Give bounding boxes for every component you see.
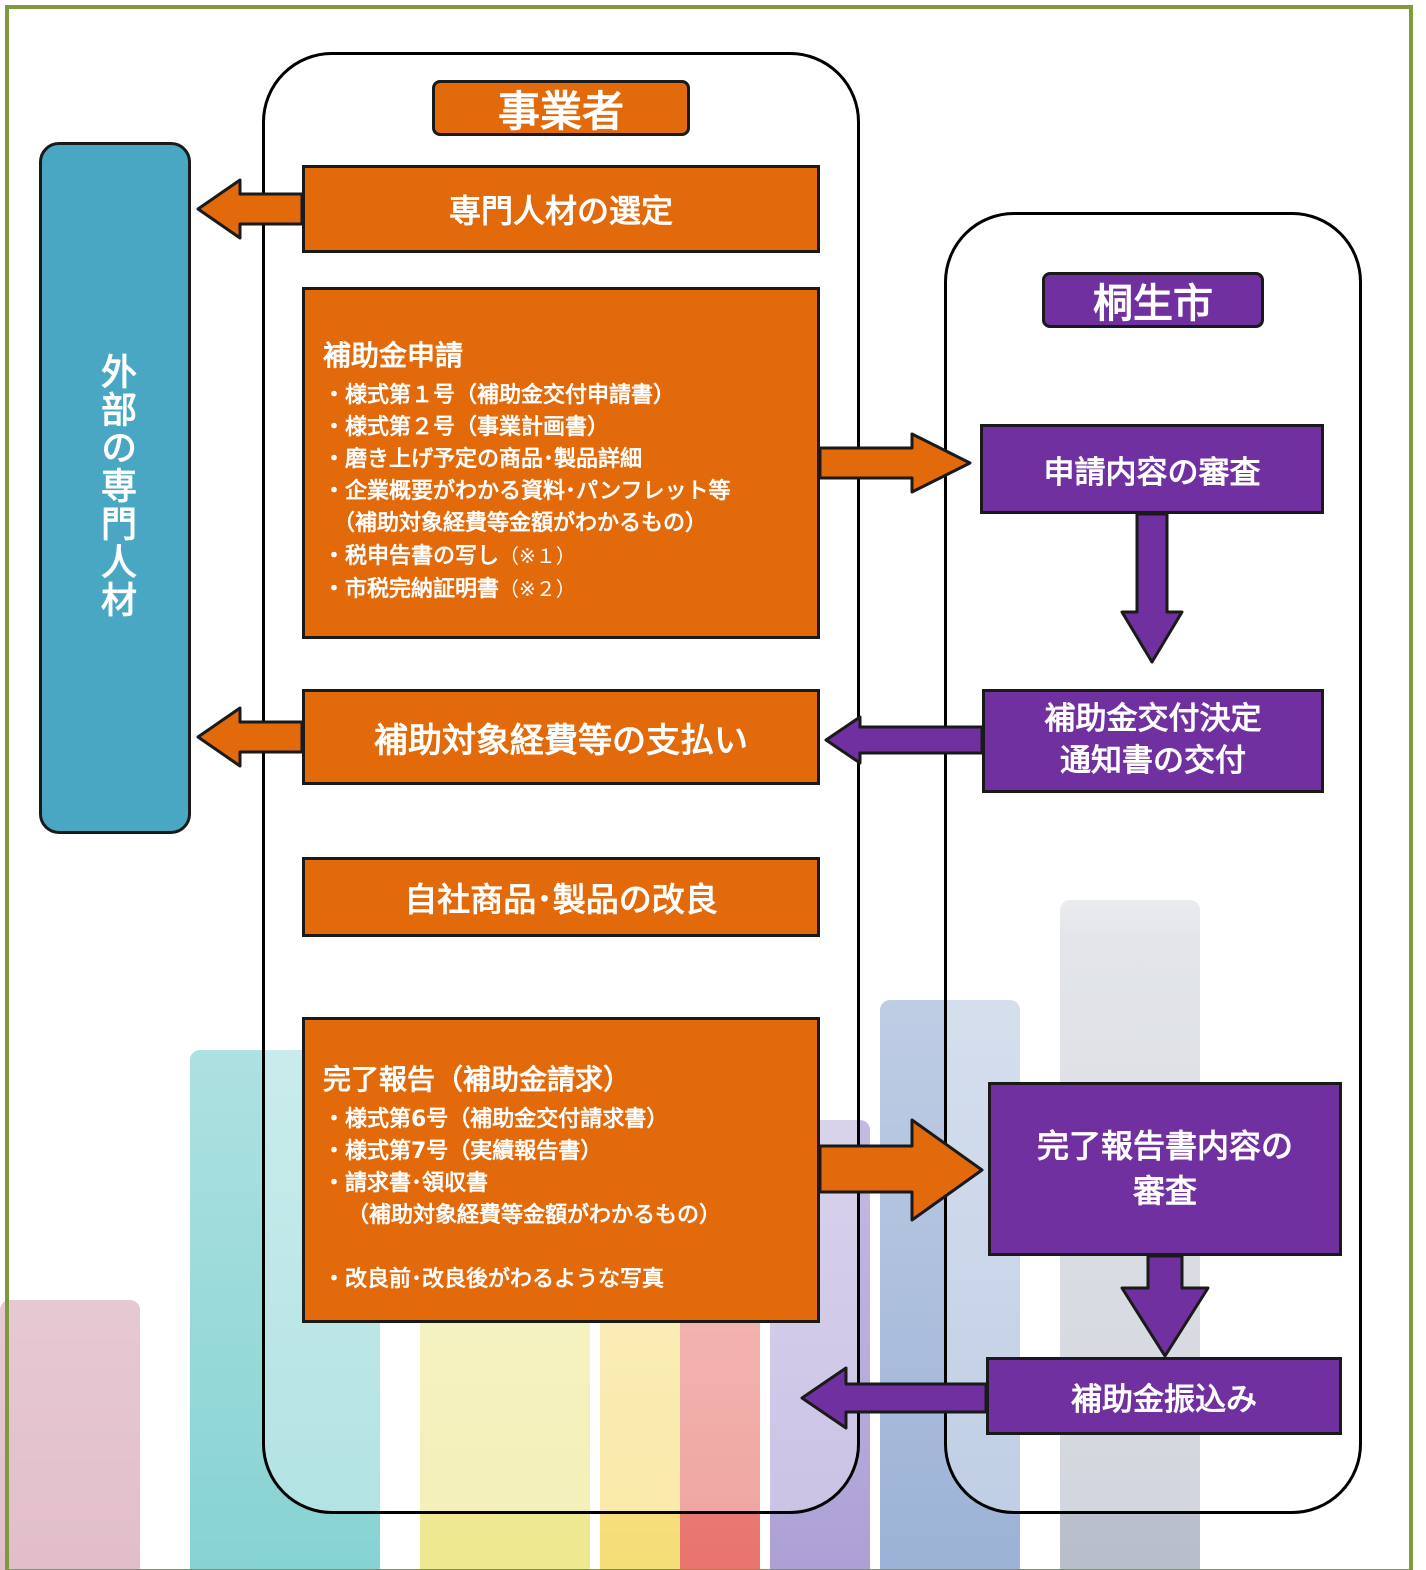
grant-transfer-step: 補助金振込み bbox=[986, 1357, 1342, 1435]
arrow-left-icon bbox=[824, 715, 984, 765]
report-title: 完了報告（補助金請求） bbox=[323, 1063, 632, 1096]
list-item-sub: （補助対象経費等金額がわかるもの） bbox=[333, 511, 708, 536]
report-review-step: 完了報告書内容の 審査 bbox=[988, 1082, 1342, 1256]
tax-return-note: （※１） bbox=[499, 544, 576, 568]
arrow-down-icon bbox=[1120, 512, 1184, 664]
arrow-right-icon bbox=[818, 1118, 984, 1222]
business-lane-header: 事業者 bbox=[432, 80, 690, 136]
list-item: ・様式第7号（実績報告書） bbox=[323, 1139, 603, 1164]
list-item: ・企業概要がわかる資料･パンフレット等 bbox=[323, 479, 731, 504]
tax-certificate-note: （※２） bbox=[499, 577, 576, 601]
report-review-line1: 完了報告書内容の bbox=[1036, 1127, 1293, 1166]
arrow-down-icon bbox=[1120, 1254, 1210, 1358]
select-expert-step: 専門人材の選定 bbox=[302, 165, 820, 253]
arrow-left-icon bbox=[196, 178, 304, 240]
completion-report-step: 完了報告（補助金請求） ・様式第6号（補助金交付請求書） ・様式第7号（実績報告… bbox=[302, 1017, 820, 1323]
list-item-tax-return: ・税申告書の写し（※１） bbox=[323, 540, 817, 573]
external-experts-label: 外部の専門人材 bbox=[95, 353, 136, 619]
payment-step: 補助対象経費等の支払い bbox=[302, 689, 820, 785]
application-review-step: 申請内容の審査 bbox=[980, 424, 1324, 514]
city-lane-header: 桐生市 bbox=[1042, 272, 1264, 328]
list-item: ・請求書･領収書 bbox=[323, 1171, 489, 1196]
arrow-left-icon bbox=[196, 706, 304, 768]
list-item: ・様式第２号（事業計画書） bbox=[323, 415, 610, 440]
grant-decision-step: 補助金交付決定 通知書の交付 bbox=[982, 689, 1324, 793]
improvement-label: 自社商品･製品の改良 bbox=[404, 880, 718, 919]
payment-label: 補助対象経費等の支払い bbox=[374, 720, 748, 761]
application-title: 補助金申請 bbox=[323, 339, 464, 372]
report-document-list: ・様式第6号（補助金交付請求書） ・様式第7号（実績報告書） ・請求書･領収書 … bbox=[323, 1104, 817, 1296]
application-step: 補助金申請 ・様式第１号（補助金交付申請書） ・様式第２号（事業計画書） ・磨き… bbox=[302, 287, 820, 639]
tax-return-label: ・税申告書の写し bbox=[323, 544, 500, 569]
application-document-list: ・様式第１号（補助金交付申請書） ・様式第２号（事業計画書） ・磨き上げ予定の商… bbox=[323, 380, 817, 606]
grant-decision-line2: 通知書の交付 bbox=[1060, 743, 1246, 779]
tax-certificate-label: ・市税完納証明書 bbox=[323, 577, 500, 602]
list-item: ・様式第１号（補助金交付申請書） bbox=[323, 383, 676, 408]
grant-transfer-label: 補助金振込み bbox=[1071, 1381, 1257, 1418]
external-experts-box: 外部の専門人材 bbox=[39, 142, 191, 834]
list-item: ・様式第6号（補助金交付請求書） bbox=[323, 1107, 669, 1132]
grant-decision-line1: 補助金交付決定 bbox=[1044, 701, 1262, 738]
arrow-right-icon bbox=[818, 432, 972, 494]
application-review-label: 申請内容の審査 bbox=[1043, 454, 1261, 491]
report-review-line2: 審査 bbox=[1132, 1172, 1197, 1210]
improvement-step: 自社商品･製品の改良 bbox=[302, 857, 820, 937]
arrow-left-icon bbox=[800, 1366, 988, 1430]
list-item-sub: （補助対象経費等金額がわかるもの） bbox=[347, 1203, 722, 1228]
list-spacer bbox=[323, 1232, 817, 1264]
select-expert-label: 専門人材の選定 bbox=[448, 192, 673, 230]
list-item: ・磨き上げ予定の商品･製品詳細 bbox=[323, 447, 643, 472]
list-item-tax-certificate: ・市税完納証明書（※２） bbox=[323, 573, 817, 606]
list-item-photos: ・改良前･改良後がわるような写真 bbox=[323, 1267, 665, 1292]
